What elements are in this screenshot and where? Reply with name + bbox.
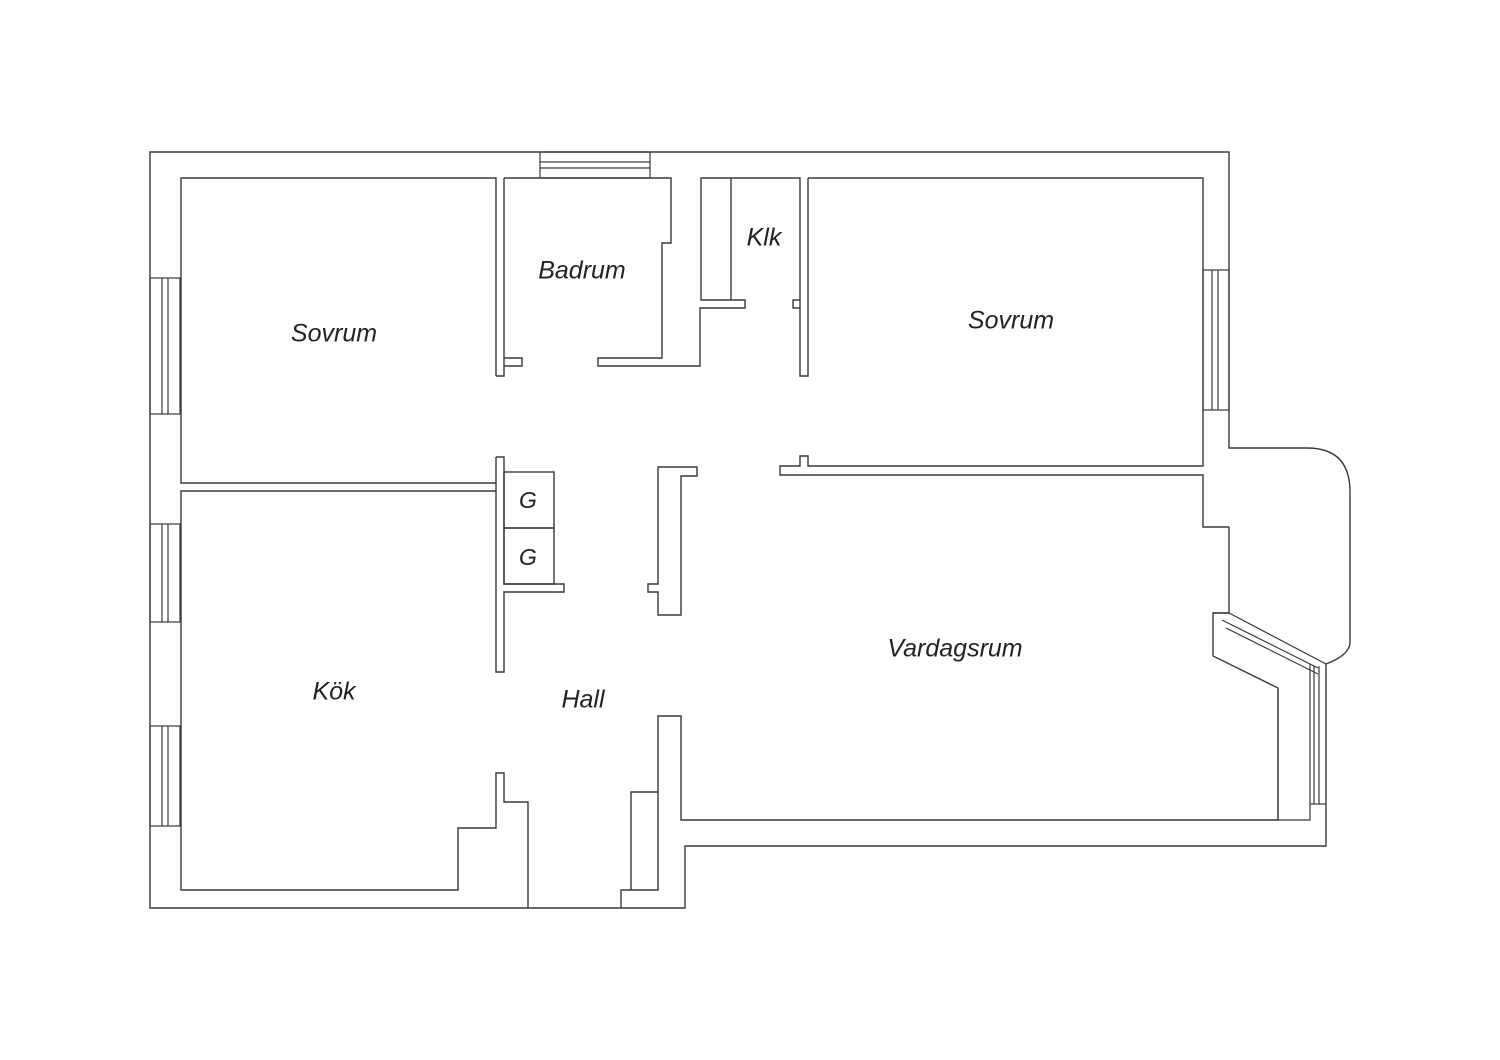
label-living-room: Vardagsrum [887,635,1022,663]
hall-pillar [647,466,698,616]
room-bathroom-walls [504,177,746,367]
bathroom-door-jamb [496,178,523,377]
label-bedroom-left: Sovrum [291,320,377,348]
window-left-kitchen-lower [149,725,181,827]
window-right-bedroom [1202,269,1230,411]
entrance-wardrobe [630,791,658,890]
window-balcony [1213,612,1327,821]
label-bedroom-right: Sovrum [968,307,1054,335]
room-bedroom-right-walls [779,177,1229,528]
room-bedroom-left-walls [180,177,497,484]
window-left-kitchen-upper [149,523,181,623]
room-kitchen-walls [180,490,529,908]
label-kitchen: Kök [312,678,357,706]
window-top [539,151,651,179]
label-closet: Klk [747,224,783,252]
entrance-walls [620,527,1279,908]
label-wardrobe-2: G [519,544,537,570]
window-left-bedroom [149,277,181,415]
label-hall: Hall [561,686,606,714]
room-closet-walls [731,177,809,377]
wardrobe-2 [503,527,555,585]
label-wardrobe-1: G [519,487,537,513]
label-bathroom: Badrum [538,257,626,285]
outer-wall [149,151,1351,909]
